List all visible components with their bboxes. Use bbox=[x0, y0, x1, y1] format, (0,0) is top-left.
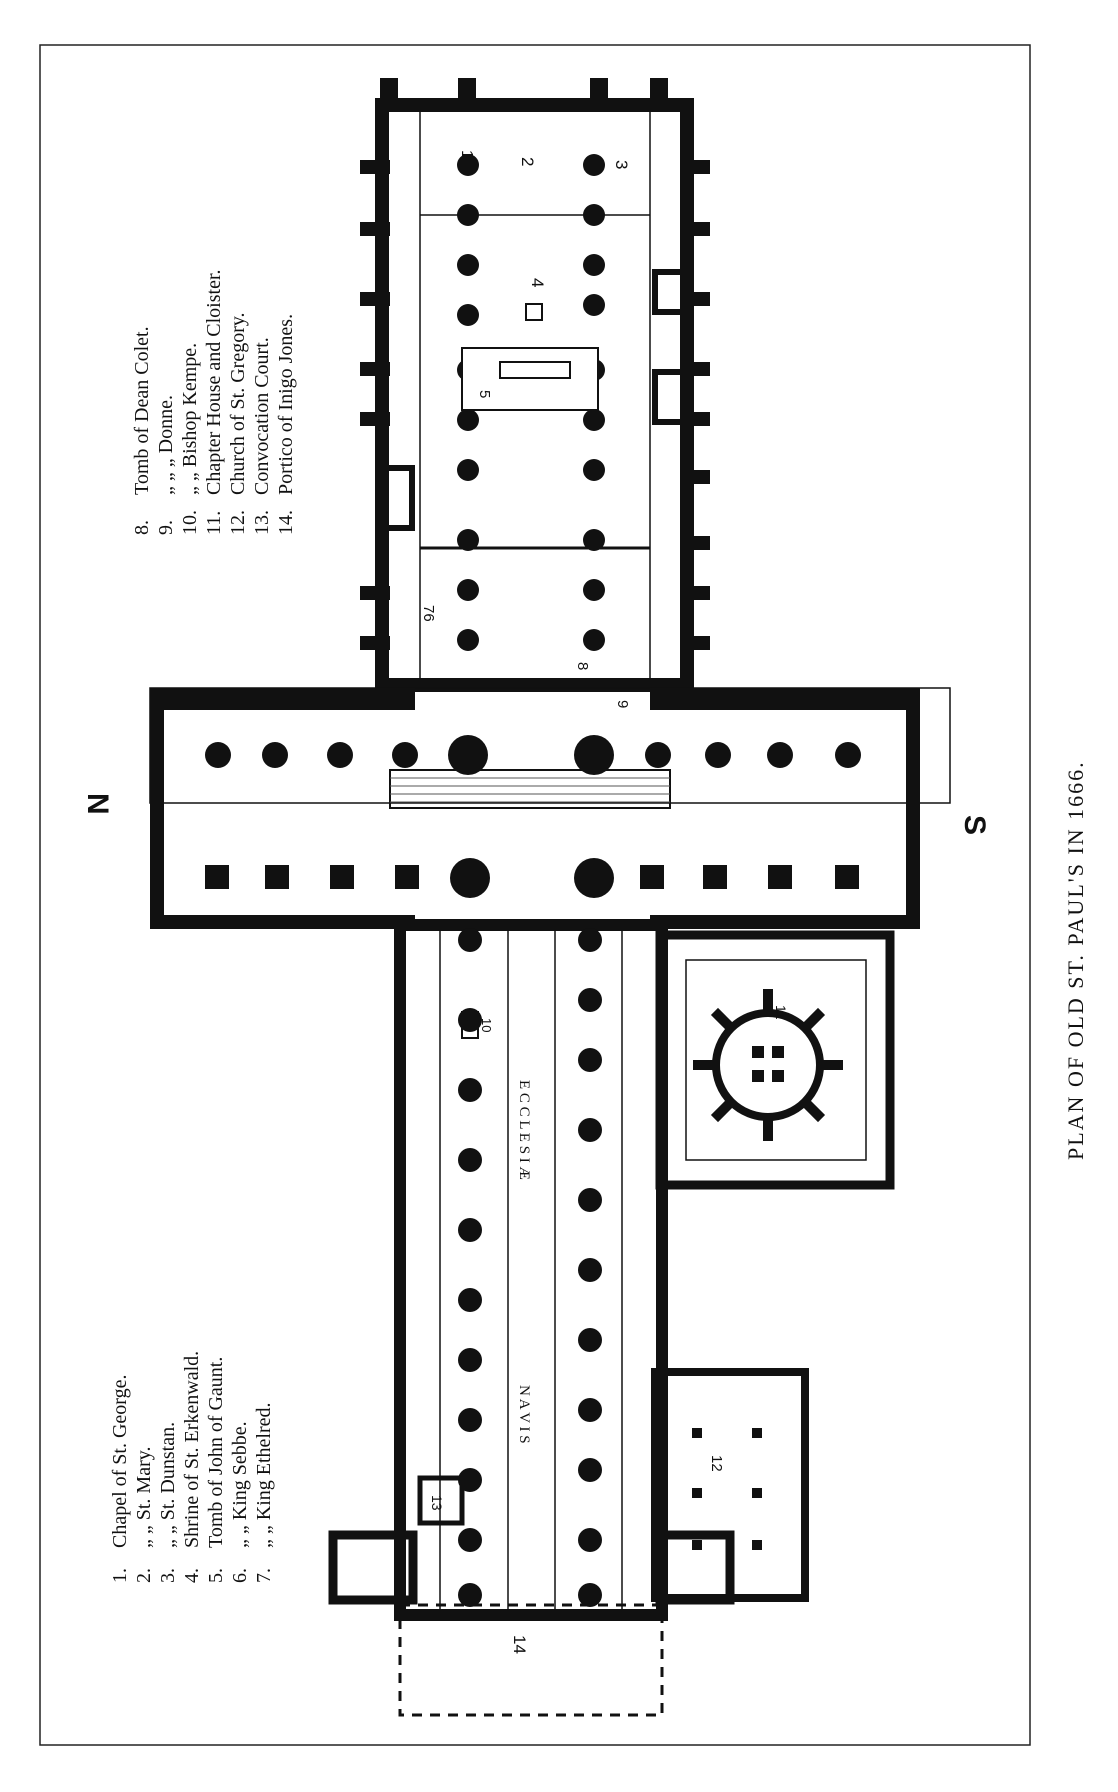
label-5: 5 bbox=[476, 390, 493, 398]
chapter-house-cloister bbox=[655, 930, 895, 1190]
legend-right: 8. Tomb of Dean Colet. 9. „ „ „ Donne. 1… bbox=[131, 269, 297, 535]
legend-left-num-5: 5. bbox=[205, 1568, 227, 1583]
label-2: 2 bbox=[518, 157, 537, 166]
legend-left-num-4: 4. bbox=[181, 1568, 203, 1583]
shrine-erkenwald bbox=[525, 303, 543, 321]
label-10: 10 bbox=[479, 1018, 494, 1032]
legend-left-text-7: „ „ King Ethelred. bbox=[253, 1403, 275, 1549]
nave-piers bbox=[458, 928, 602, 1607]
legend-left-text-6: „ „ King Sebbe. bbox=[229, 1421, 251, 1548]
plate-border bbox=[39, 44, 1031, 1746]
label-12: 12 bbox=[708, 1455, 725, 1472]
legend-left-num-1: 1. bbox=[109, 1568, 131, 1583]
legend-right-text-14: Portico of Inigo Jones. bbox=[275, 314, 297, 495]
legend-left-text-4: Shrine of St. Erkenwald. bbox=[181, 1351, 203, 1548]
legend-right-text-12: Church of St. Gregory. bbox=[227, 312, 249, 495]
transept-piers bbox=[205, 735, 861, 898]
legend-left: 1. Chapel of St. George. 2. „ „ St. Mary… bbox=[109, 1351, 275, 1583]
legend-right-num-8: 8. bbox=[131, 520, 153, 535]
legend-left-num-6: 6. bbox=[229, 1568, 251, 1583]
south-label: S bbox=[958, 815, 991, 835]
label-13: 13 bbox=[429, 1495, 445, 1511]
label-11: 11 bbox=[773, 1005, 789, 1020]
plan-numbers: 1 2 3 4 5 76 8 9 10 11 12 13 14 bbox=[420, 150, 789, 1654]
legend-left-text-2: „ „ St. Mary. bbox=[133, 1447, 155, 1548]
legend-right-num-14: 14. bbox=[275, 510, 297, 535]
label-76: 76 bbox=[420, 605, 437, 622]
label-9: 9 bbox=[614, 700, 631, 708]
legend-right-text-9: „ „ „ Donne. bbox=[155, 395, 177, 495]
legend-left-num-2: 2. bbox=[133, 1568, 155, 1583]
plate-caption: PLAN OF OLD ST. PAUL'S IN 1666. bbox=[1063, 760, 1088, 1160]
west-portico bbox=[328, 1530, 735, 1717]
legend-right-num-11: 11. bbox=[203, 511, 225, 535]
label-14: 14 bbox=[510, 1635, 529, 1654]
legend-right-text-13: Convocation Court. bbox=[251, 337, 273, 495]
legend-left-text-5: Tomb of John of Gaunt. bbox=[205, 1357, 227, 1548]
north-label: N bbox=[81, 793, 114, 815]
label-3: 3 bbox=[612, 160, 631, 169]
label-8: 8 bbox=[574, 662, 591, 670]
nave bbox=[394, 919, 668, 1621]
legend-right-num-10: 10. bbox=[179, 510, 201, 535]
legend-right-num-9: 9. bbox=[155, 520, 177, 535]
legend-right-text-11: Chapter House and Cloister. bbox=[203, 269, 225, 495]
ecclesiae-label: E C C L E S I Æ bbox=[516, 1080, 532, 1180]
legend-left-num-7: 7. bbox=[253, 1568, 275, 1583]
tomb-bishop-kempe bbox=[461, 1011, 479, 1039]
transept bbox=[149, 687, 951, 929]
convocation-court bbox=[417, 1475, 465, 1526]
legend-right-text-10: „ „ Bishop Kempe. bbox=[179, 343, 201, 495]
label-1: 1 bbox=[458, 150, 475, 159]
legend-right-num-13: 13. bbox=[251, 510, 273, 535]
legend-right-text-8: Tomb of Dean Colet. bbox=[131, 326, 153, 495]
legend-right-num-12: 12. bbox=[227, 510, 249, 535]
legend-left-text-1: Chapel of St. George. bbox=[109, 1375, 131, 1549]
navis-label: N A V I S bbox=[516, 1385, 532, 1444]
legend-left-text-3: „ „ St. Dunstan. bbox=[157, 1422, 179, 1548]
choir bbox=[360, 78, 710, 692]
legend-left-num-3: 3. bbox=[157, 1568, 179, 1583]
label-4: 4 bbox=[528, 278, 547, 287]
